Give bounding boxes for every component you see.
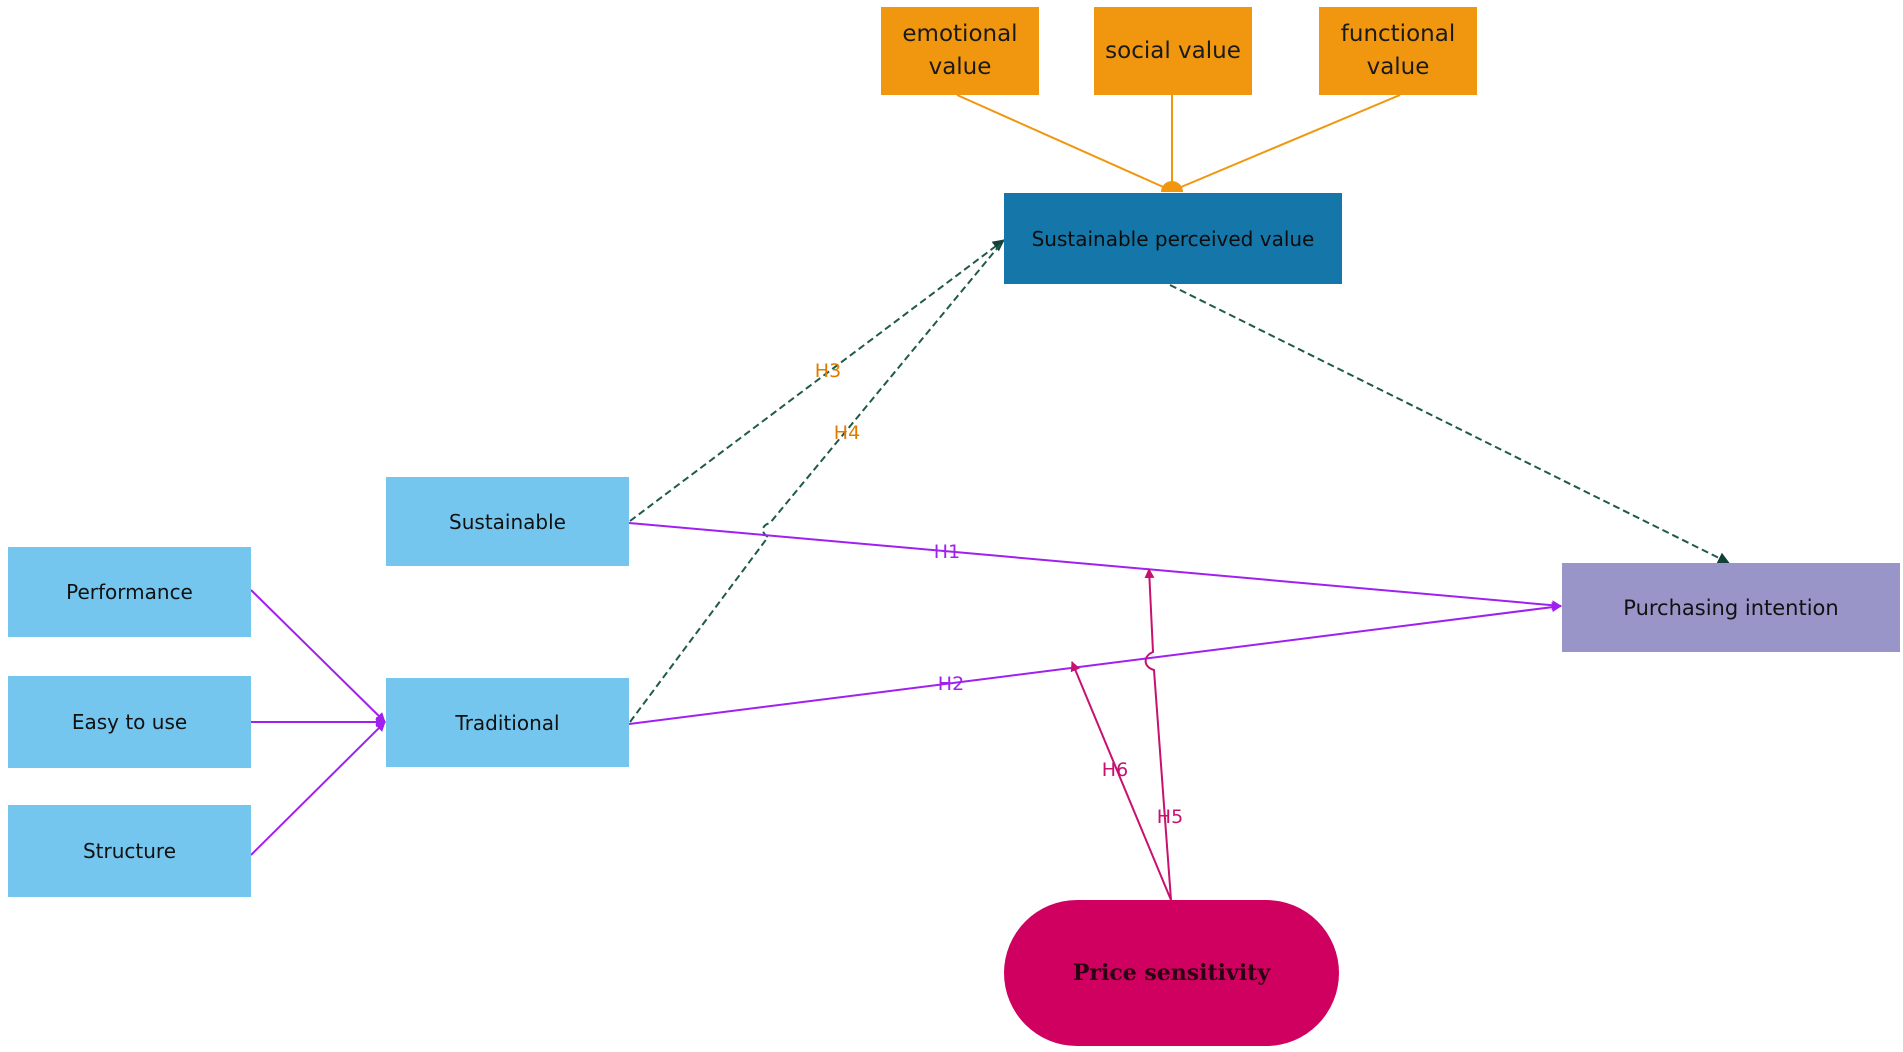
sustainable-box: Sustainable bbox=[386, 477, 629, 566]
price-sensitivity-box: Price sensitivity bbox=[1004, 900, 1339, 1046]
label-h2: H2 bbox=[938, 673, 964, 695]
path-spv-to-pi bbox=[1169, 284, 1730, 564]
label-h1: H1 bbox=[934, 541, 960, 563]
path-h5 bbox=[1144, 568, 1172, 901]
path-h2 bbox=[628, 602, 1562, 725]
social-value-box: social value bbox=[1094, 7, 1252, 95]
structure-box: Structure bbox=[8, 805, 251, 897]
performance-box: Performance bbox=[8, 547, 251, 637]
label-h3: H3 bbox=[815, 360, 841, 382]
label-h4: H4 bbox=[834, 422, 860, 444]
connector-functional-value bbox=[1173, 94, 1401, 191]
path-h3 bbox=[629, 239, 1005, 522]
sustainable-perceived-value-box: Sustainable perceived value bbox=[1004, 193, 1342, 284]
easy-to-use-box: Easy to use bbox=[8, 676, 251, 768]
connector-junction-dot bbox=[1161, 181, 1183, 192]
path-h6 bbox=[1070, 661, 1172, 901]
label-h6: H6 bbox=[1102, 759, 1128, 781]
path-h4 bbox=[629, 239, 1005, 723]
emotional-value-box: emotional value bbox=[881, 7, 1039, 95]
connector-structure bbox=[250, 721, 386, 856]
path-h1 bbox=[628, 522, 1562, 611]
functional-value-box: functional value bbox=[1319, 7, 1477, 95]
connector-performance bbox=[250, 589, 386, 723]
traditional-box: Traditional bbox=[386, 678, 629, 767]
connector-emotional-value bbox=[956, 94, 1171, 191]
label-h5: H5 bbox=[1157, 806, 1183, 828]
purchasing-intention-box: Purchasing intention bbox=[1562, 563, 1900, 652]
